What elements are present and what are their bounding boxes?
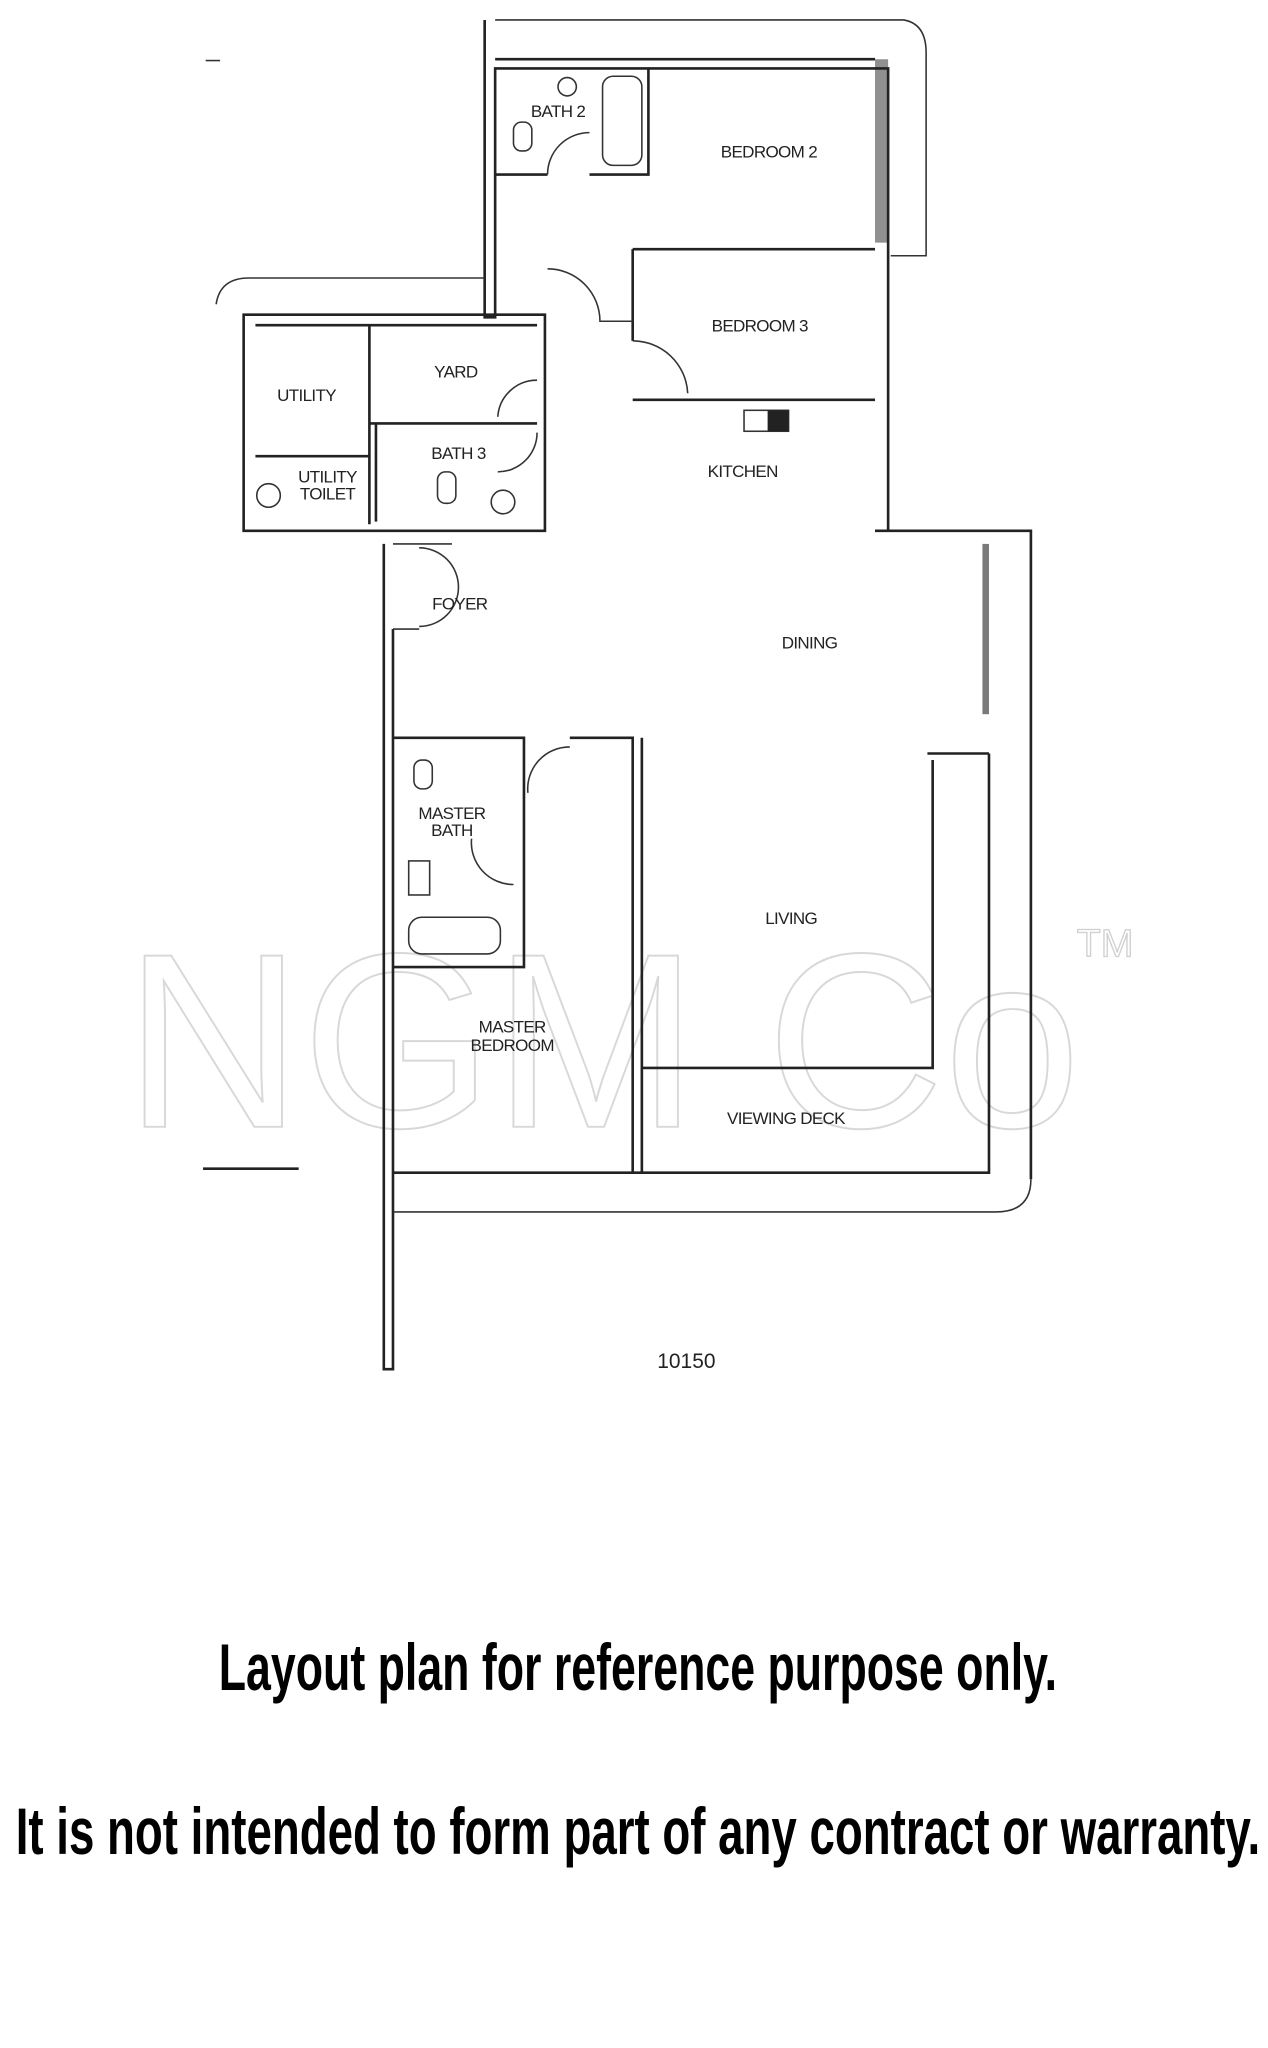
disclaimer-line-1: Layout plan for reference purpose only. (219, 1631, 1057, 1704)
door-swing (470, 746, 570, 886)
living-wall (641, 752, 989, 1070)
label-bath2: BATH 2 (531, 102, 586, 121)
bathtub (407, 916, 502, 955)
room-labels: BATH 2 BEDROOM 2 BEDROOM 3 UTILITY YARD … (277, 102, 847, 1373)
label-bedroom3: BEDROOM 3 (712, 317, 808, 336)
label-utility: UTILITY (277, 386, 336, 405)
bedroom3-wall (631, 247, 876, 402)
bath2-wall (495, 68, 650, 176)
bathtub (601, 75, 643, 167)
label-utility-toilet-1: UTILITY (298, 467, 357, 486)
door-swing (496, 379, 538, 473)
label-bath3: BATH 3 (431, 444, 486, 463)
balcony-outline (392, 1179, 1032, 1213)
toilet (436, 471, 457, 505)
label-yard: YARD (434, 363, 478, 382)
door-swing (546, 131, 590, 175)
toilet (255, 482, 282, 509)
window (875, 59, 889, 243)
balcony-outline (495, 19, 927, 257)
floor-plan (203, 19, 1033, 1371)
label-master-bedroom-1: MASTER (479, 1018, 546, 1037)
label-master-bedroom-2: BEDROOM (471, 1036, 554, 1055)
label-dining: DINING (782, 634, 838, 653)
foyer-door (392, 543, 460, 630)
master-walls (392, 736, 644, 1173)
toilet (413, 759, 434, 790)
watermark-tm: TM (1077, 922, 1134, 966)
label-master-bath-2: BATH (431, 821, 473, 840)
hob (767, 410, 789, 432)
disclaimer-line-2: It is not intended to form part of any c… (16, 1795, 1260, 1868)
disclaimer: Layout plan for reference purpose only. … (16, 1631, 1260, 1868)
label-utility-toilet-2: TOILET (300, 484, 356, 503)
ledge-outline (215, 277, 485, 305)
label-living: LIVING (765, 909, 817, 928)
basin (490, 489, 516, 515)
dimension-label: 10150 (657, 1350, 715, 1373)
label-viewing-deck: VIEWING DECK (727, 1109, 846, 1128)
service-walls (255, 323, 538, 525)
watermark: NGM Co TM (123, 901, 1134, 1181)
toilet (512, 121, 533, 152)
label-kitchen: KITCHEN (708, 462, 778, 481)
label-foyer: FOYER (432, 594, 488, 613)
window (982, 543, 989, 715)
service-block (242, 313, 547, 533)
deck-wall (392, 753, 991, 1174)
basin (407, 860, 431, 896)
door-swing (632, 340, 689, 394)
door-swing (547, 268, 633, 323)
wall (382, 543, 395, 1371)
watermark-text: NGM Co (124, 902, 1080, 1180)
label-master-bath-1: MASTER (418, 804, 485, 823)
basin (557, 76, 578, 97)
wall (875, 529, 1033, 1180)
label-bedroom2: BEDROOM 2 (721, 142, 817, 161)
